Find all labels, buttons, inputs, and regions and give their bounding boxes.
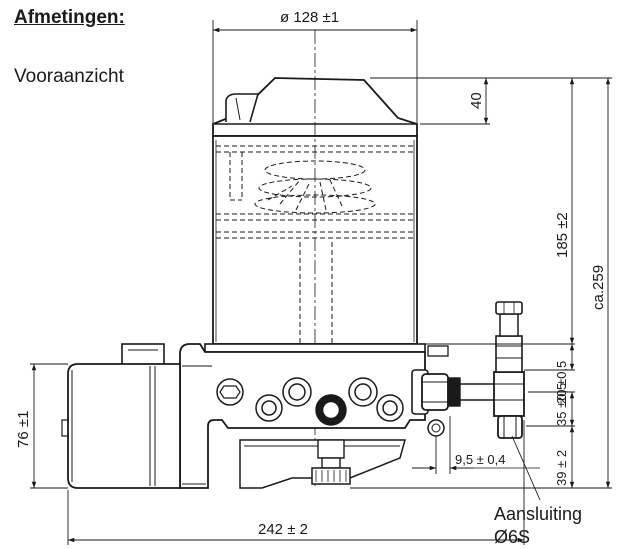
dim-reservoir-height-text: 185 ±2 (554, 212, 571, 258)
dim-offset-b-text: 35 ±0,5 (554, 383, 569, 426)
electric-motor (67, 363, 181, 489)
dim-offset-a-text: 20 ±0,5 (554, 361, 569, 404)
tee-fitting (493, 371, 525, 417)
grease-nipple (495, 335, 523, 373)
housing-screws (216, 377, 404, 422)
dimensions-heading: Afmetingen: (14, 7, 125, 28)
connection-label-line2: Ø6S (494, 527, 530, 547)
dim-fitting-offset-text: 9,5 ± 0,4 (455, 452, 506, 467)
connection-label-line1: Aansluiting (494, 504, 582, 524)
connection-leader (511, 435, 541, 501)
dim-offset-c-text: 39 ± 2 (554, 450, 569, 486)
housing-top-band (204, 343, 426, 353)
dim-pump-height-text: 76 ±1 (15, 411, 32, 448)
front-view-label: Vooraanzicht (14, 66, 124, 87)
lid-knob (225, 93, 260, 123)
connection-nut (497, 415, 523, 439)
dim-lid-height-text: 40 (468, 92, 485, 109)
dim-diameter-text: ø 128 ±1 (280, 9, 339, 26)
outlet-nut (421, 373, 449, 411)
fixing-hole (427, 419, 445, 437)
dim-total-width-text: 242 ± 2 (258, 521, 308, 538)
dim-total-height-text: ca.259 (590, 265, 607, 310)
motor-terminal-box (121, 343, 165, 367)
